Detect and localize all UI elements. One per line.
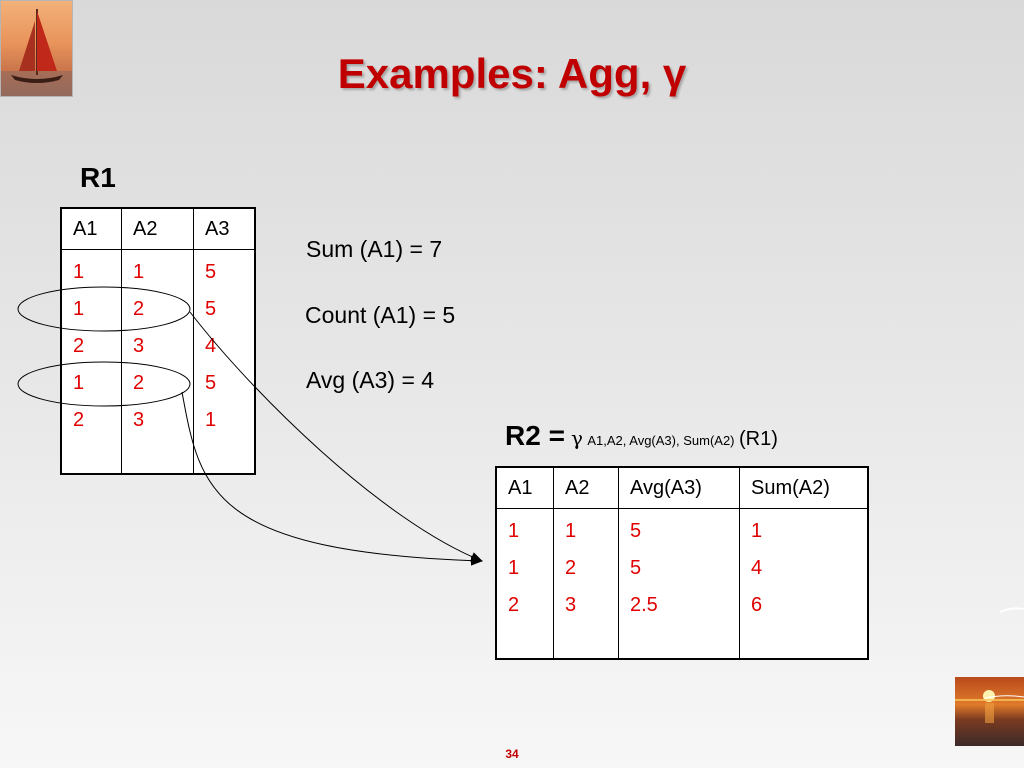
highlight-ellipse: [17, 286, 191, 332]
table-cell: 1: [61, 291, 122, 328]
table-filler-row: [61, 439, 256, 474]
table-row: 1 1 5 1: [496, 508, 869, 550]
table-row: 1 2 5: [61, 291, 256, 328]
table-cell: 2: [121, 291, 194, 328]
table-cell: 2: [121, 365, 194, 402]
r2-table: A1 A2 Avg(A3) Sum(A2) 1 1 5 1 1 2 5 4 2 …: [495, 466, 869, 660]
gamma-subscript: A1,A2, Avg(A3), Sum(A2): [587, 433, 735, 448]
table-row: 1 2 5: [61, 365, 256, 402]
table-header-row: A1 A2 A3: [61, 208, 256, 250]
table-cell: 1: [553, 508, 619, 550]
table-cell: 5: [193, 249, 256, 291]
page-number: 34: [505, 747, 519, 761]
highlight-ellipse: [17, 361, 191, 407]
table-header-row: A1 A2 Avg(A3) Sum(A2): [496, 467, 869, 509]
table-cell: 2.5: [618, 587, 740, 624]
sunset-image: [955, 677, 1024, 746]
table-cell: 1: [496, 508, 554, 550]
column-header: Sum(A2): [739, 467, 869, 509]
table-cell: 1: [496, 550, 554, 587]
table-filler-row: [496, 624, 869, 659]
table-cell: 2: [496, 587, 554, 624]
table-row: 2 3 1: [61, 402, 256, 439]
table-cell: 1: [121, 249, 194, 291]
avg-formula: Avg (A3) = 4: [306, 367, 435, 393]
table-cell: 3: [121, 402, 194, 439]
r1-label: R1: [80, 162, 116, 193]
table-cell: 5: [618, 508, 740, 550]
table-row: 1 1 5: [61, 249, 256, 291]
gamma-argument: (R1): [738, 428, 778, 450]
column-header: A2: [553, 467, 619, 509]
table-cell: 5: [193, 291, 256, 328]
table-cell: 3: [121, 328, 194, 365]
column-header: Avg(A3): [618, 467, 740, 509]
table-cell: 3: [553, 587, 619, 624]
r2-expression: R2 =γ A1,A2, Avg(A3), Sum(A2) (R1): [505, 420, 778, 452]
column-header: A2: [121, 208, 194, 250]
table-cell: 2: [553, 550, 619, 587]
r2-label: R2 =: [505, 420, 565, 451]
table-cell: 1: [61, 365, 122, 402]
table-cell: 5: [193, 365, 256, 402]
sailboat-logo-image: [0, 0, 73, 97]
r1-table: A1 A2 A3 1 1 5 1 2 5 2 3 4 1 2 5 2 3 1: [60, 207, 256, 475]
table-cell: 1: [61, 249, 122, 291]
count-formula: Count (A1) = 5: [305, 302, 456, 328]
sum-formula: Sum (A1) = 7: [306, 236, 443, 262]
slide-title: Examples: Agg, γ: [337, 50, 687, 97]
table-cell: 4: [739, 550, 869, 587]
gamma-symbol: γ: [570, 426, 583, 450]
table-row: 2 3 2.5 6: [496, 587, 869, 624]
table-row: 2 3 4: [61, 328, 256, 365]
table-row: 1 2 5 4: [496, 550, 869, 587]
column-header: A1: [496, 467, 554, 509]
connector-arrow: [181, 391, 483, 566]
table-cell: 5: [618, 550, 740, 587]
table-cell: 6: [739, 587, 869, 624]
table-cell: 2: [61, 328, 122, 365]
table-cell: 2: [61, 402, 122, 439]
table-cell: 1: [193, 402, 256, 439]
column-header: A3: [193, 208, 256, 250]
connector-arrow: [189, 311, 483, 562]
column-header: A1: [61, 208, 122, 250]
table-cell: 4: [193, 328, 256, 365]
table-cell: 1: [739, 508, 869, 550]
